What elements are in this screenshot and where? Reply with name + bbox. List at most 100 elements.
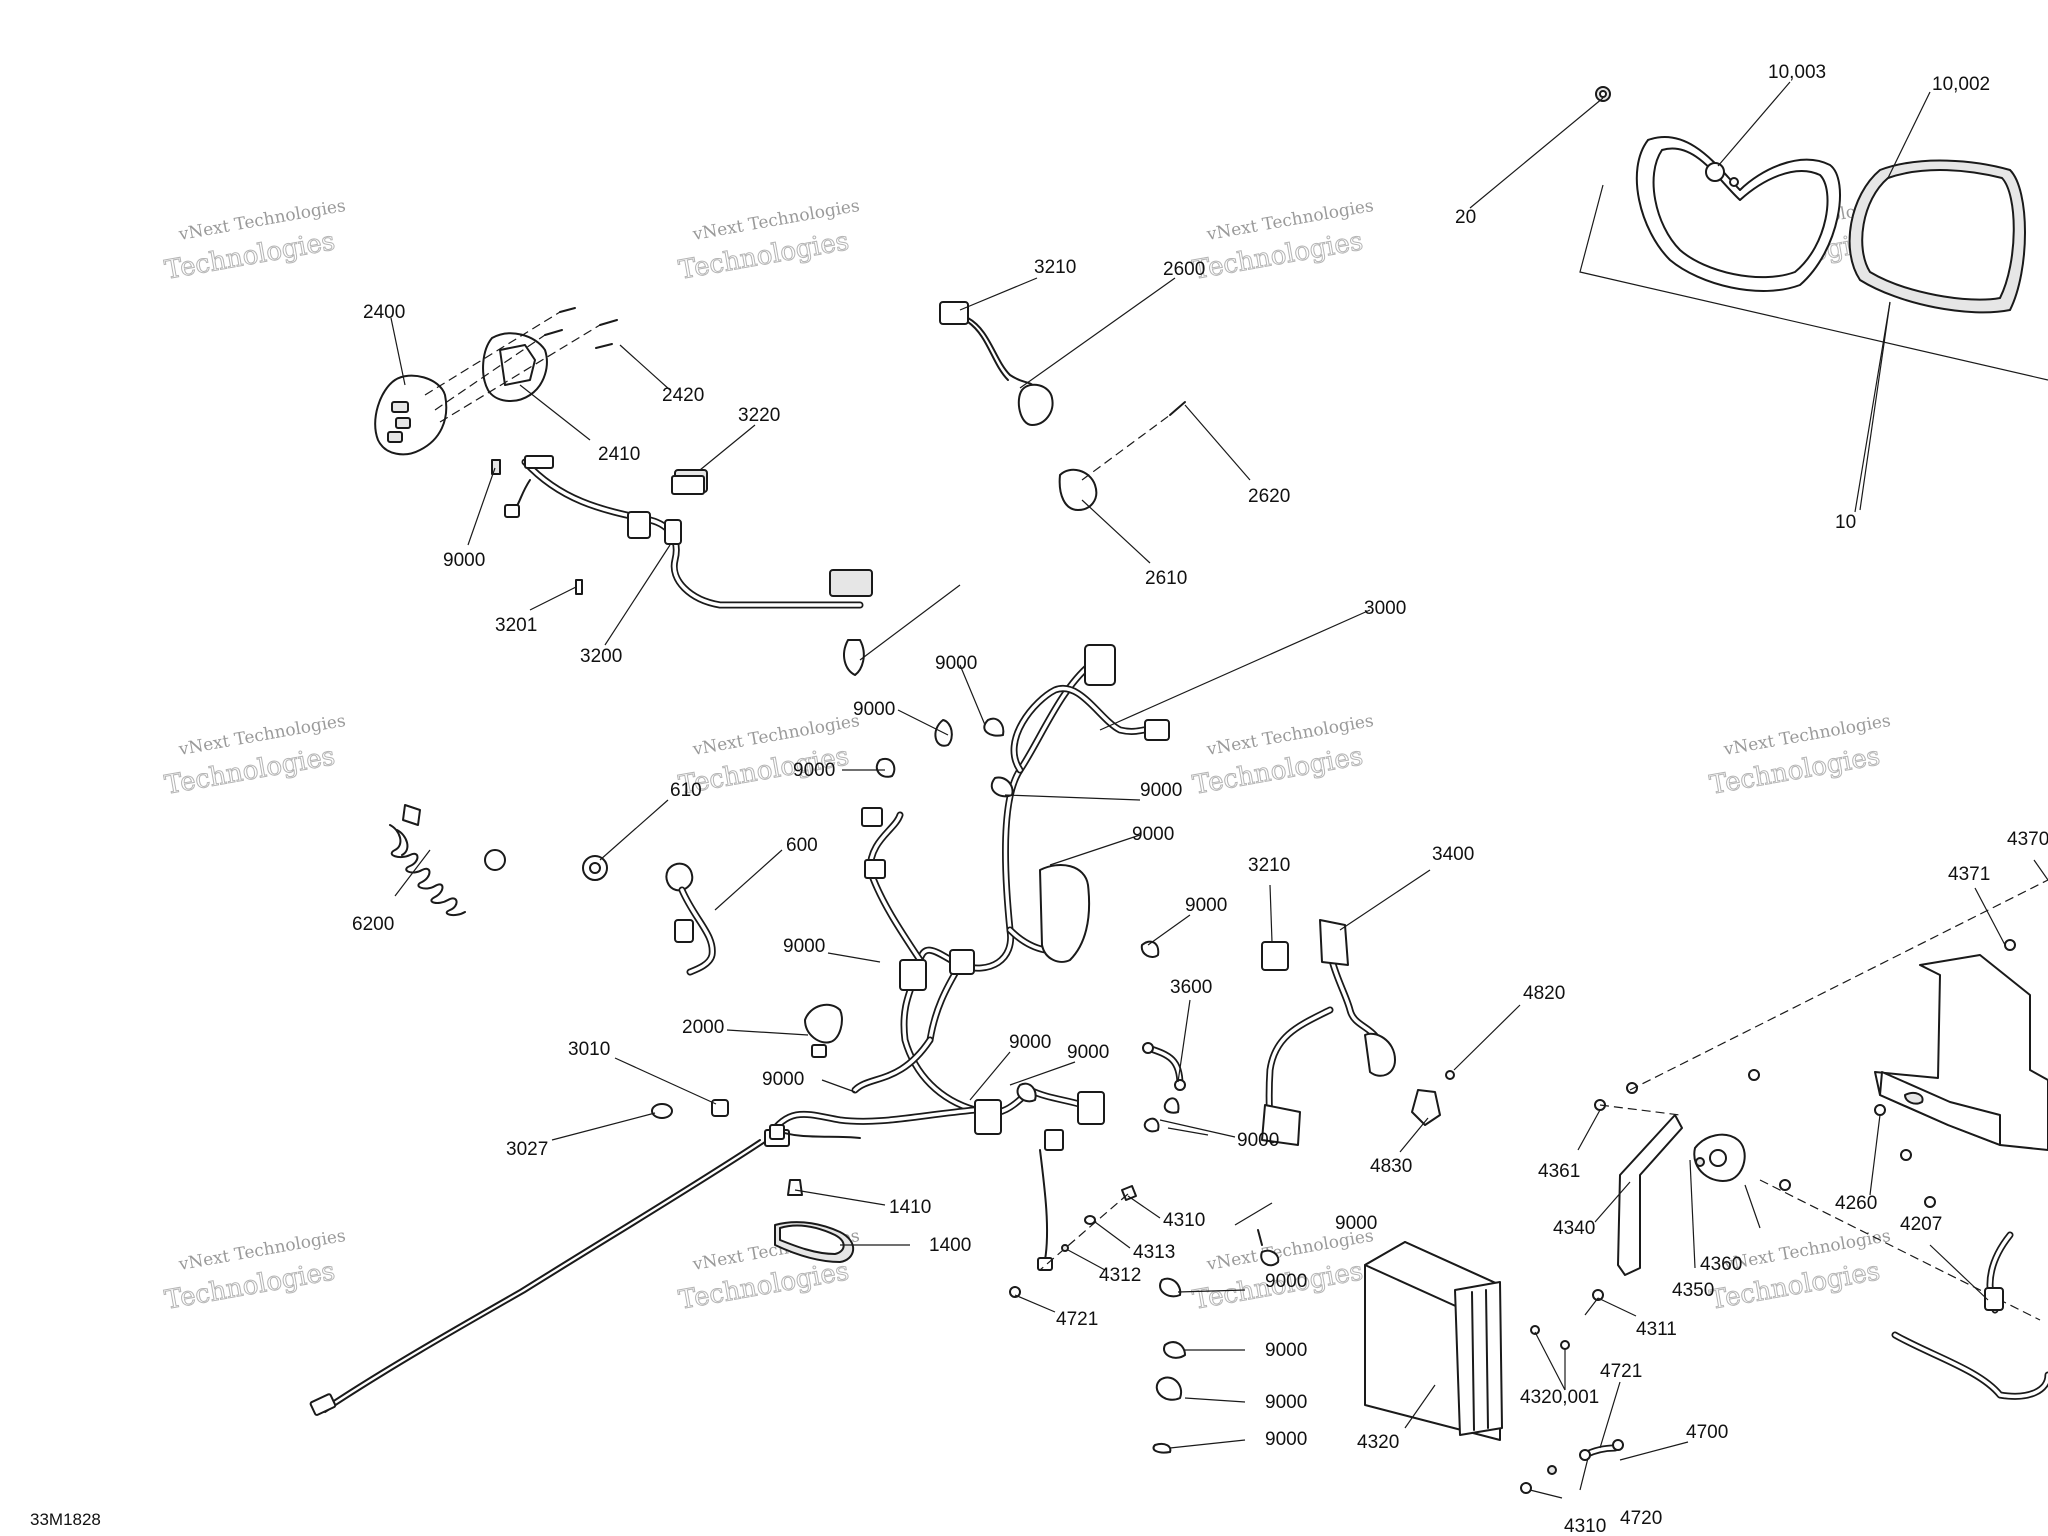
sub-harness-3400-part bbox=[1261, 919, 1396, 1146]
connector-3010-part bbox=[711, 1099, 729, 1117]
nut-part bbox=[1595, 86, 1611, 102]
sensor-2000-part bbox=[804, 1003, 843, 1058]
battery-tray-part bbox=[1874, 954, 2048, 1151]
watermark: vNext Technologies Technologies bbox=[1190, 196, 1375, 286]
switch-housing-part bbox=[374, 374, 448, 456]
callout-4721: 4721 bbox=[1600, 1361, 1642, 1382]
callout-9000: 9000 bbox=[1009, 1032, 1051, 1053]
callout-2400: 2400 bbox=[363, 302, 405, 323]
callout-4311: 4311 bbox=[1636, 1319, 1677, 1340]
callout-10002: 10,002 bbox=[1932, 74, 1990, 95]
callout-4310: 4310 bbox=[1564, 1516, 1606, 1536]
watermark: vNext Technologies Technologies bbox=[162, 1226, 347, 1316]
cable-4700-part bbox=[1579, 1439, 1624, 1461]
washer-3027-part bbox=[651, 1103, 673, 1119]
grommet-610-part bbox=[582, 855, 608, 881]
callout-9000: 9000 bbox=[935, 653, 977, 674]
callout-3027: 3027 bbox=[506, 1139, 548, 1160]
callout-4371: 4371 bbox=[1948, 864, 1990, 885]
part-drawings bbox=[309, 86, 2048, 1494]
callout-labels: 20 10,003 10,002 10 2400 2420 2410 3220 … bbox=[352, 62, 2048, 1536]
callout-610: 610 bbox=[670, 780, 702, 801]
callout-3600: 3600 bbox=[1170, 977, 1212, 998]
callout-4320: 4320 bbox=[1357, 1432, 1399, 1453]
callout-4350: 4350 bbox=[1672, 1280, 1714, 1301]
callout-9000: 9000 bbox=[1132, 824, 1174, 845]
callout-2420: 2420 bbox=[662, 385, 704, 406]
relay-part bbox=[671, 469, 708, 495]
watermark: vNext Technologies Technologies bbox=[162, 196, 347, 286]
harness-4207-part bbox=[1891, 1231, 2048, 1400]
sensor-600-part bbox=[665, 862, 716, 976]
callout-4361: 4361 bbox=[1538, 1161, 1580, 1182]
callout-3220: 3220 bbox=[738, 405, 780, 426]
callout-9000: 9000 bbox=[1237, 1130, 1279, 1151]
callout-9000: 9000 bbox=[1140, 780, 1182, 801]
bracket-lines bbox=[1579, 184, 2048, 511]
callout-4260: 4260 bbox=[1835, 1193, 1877, 1214]
callout-4830: 4830 bbox=[1370, 1156, 1412, 1177]
boot-4830-part bbox=[1411, 1089, 1441, 1126]
grommet-part bbox=[1058, 401, 1186, 511]
callout-4320-001: 4320,001 bbox=[1520, 1387, 1599, 1408]
watermark: vNext Technologies Technologies bbox=[1707, 711, 1892, 801]
callout-9000: 9000 bbox=[793, 760, 835, 781]
callout-1400: 1400 bbox=[929, 1235, 971, 1256]
switch-cover-part bbox=[482, 332, 548, 402]
callout-9000: 9000 bbox=[1067, 1042, 1109, 1063]
callout-9000: 9000 bbox=[1335, 1213, 1377, 1234]
watermark: vNext Technologies Technologies bbox=[1190, 711, 1375, 801]
callout-9000: 9000 bbox=[443, 550, 485, 571]
callout-3400: 3400 bbox=[1432, 844, 1474, 865]
solenoid-4350-part bbox=[1693, 1133, 1746, 1182]
callout-9000: 9000 bbox=[1265, 1271, 1307, 1292]
ground-wire-part bbox=[309, 1124, 861, 1416]
bolt-part bbox=[491, 459, 583, 595]
callout-4360: 4360 bbox=[1700, 1254, 1742, 1275]
callout-10: 10 bbox=[1835, 512, 1856, 533]
callout-4310: 4310 bbox=[1163, 1210, 1205, 1231]
cable-3600-part bbox=[1142, 1042, 1186, 1091]
screw-parts bbox=[424, 307, 618, 423]
callout-1410: 1410 bbox=[889, 1197, 931, 1218]
callout-9000: 9000 bbox=[783, 936, 825, 957]
callout-600: 600 bbox=[786, 835, 818, 856]
leader-lines bbox=[390, 81, 2048, 1499]
callout-20: 20 bbox=[1455, 207, 1476, 228]
cap-4820-part bbox=[1445, 1070, 1455, 1080]
callout-9000: 9000 bbox=[1185, 895, 1227, 916]
callout-9000: 9000 bbox=[762, 1069, 804, 1090]
callout-4820: 4820 bbox=[1523, 983, 1565, 1004]
callout-2610: 2610 bbox=[1145, 568, 1187, 589]
callout-3210: 3210 bbox=[1248, 855, 1290, 876]
watermark: vNext Technologies Technologies bbox=[676, 196, 861, 286]
callout-9000: 9000 bbox=[853, 699, 895, 720]
callout-4207: 4207 bbox=[1900, 1214, 1942, 1235]
callout-10003: 10,003 bbox=[1768, 62, 1826, 83]
callout-2410: 2410 bbox=[598, 444, 640, 465]
main-harness-part bbox=[764, 644, 1170, 1271]
figure-id: 33M1828 bbox=[30, 1510, 101, 1529]
callout-3000: 3000 bbox=[1364, 598, 1406, 619]
callout-9000: 9000 bbox=[1265, 1340, 1307, 1361]
callout-9000: 9000 bbox=[1265, 1429, 1307, 1450]
callout-3201: 3201 bbox=[495, 615, 537, 636]
callout-2620: 2620 bbox=[1248, 486, 1290, 507]
connector-wire-part bbox=[939, 301, 1054, 426]
connector-1400-part bbox=[774, 1221, 855, 1263]
callout-9000: 9000 bbox=[1265, 1392, 1307, 1413]
clip-1410-part bbox=[787, 1179, 803, 1196]
hardware-parts bbox=[1009, 939, 2016, 1494]
callout-3210: 3210 bbox=[1034, 257, 1076, 278]
callout-4340: 4340 bbox=[1553, 1218, 1595, 1239]
callout-3010: 3010 bbox=[568, 1039, 610, 1060]
callout-2000: 2000 bbox=[682, 1017, 724, 1038]
callout-3200: 3200 bbox=[580, 646, 622, 667]
gauge-lens-part bbox=[1848, 159, 2026, 314]
callout-2600: 2600 bbox=[1163, 259, 1205, 280]
coil-cord-6200-part bbox=[389, 804, 506, 917]
callout-4313: 4313 bbox=[1133, 1242, 1175, 1263]
gauge-bezel-part bbox=[1635, 136, 1841, 292]
battery-4320-part bbox=[1364, 1241, 1503, 1441]
